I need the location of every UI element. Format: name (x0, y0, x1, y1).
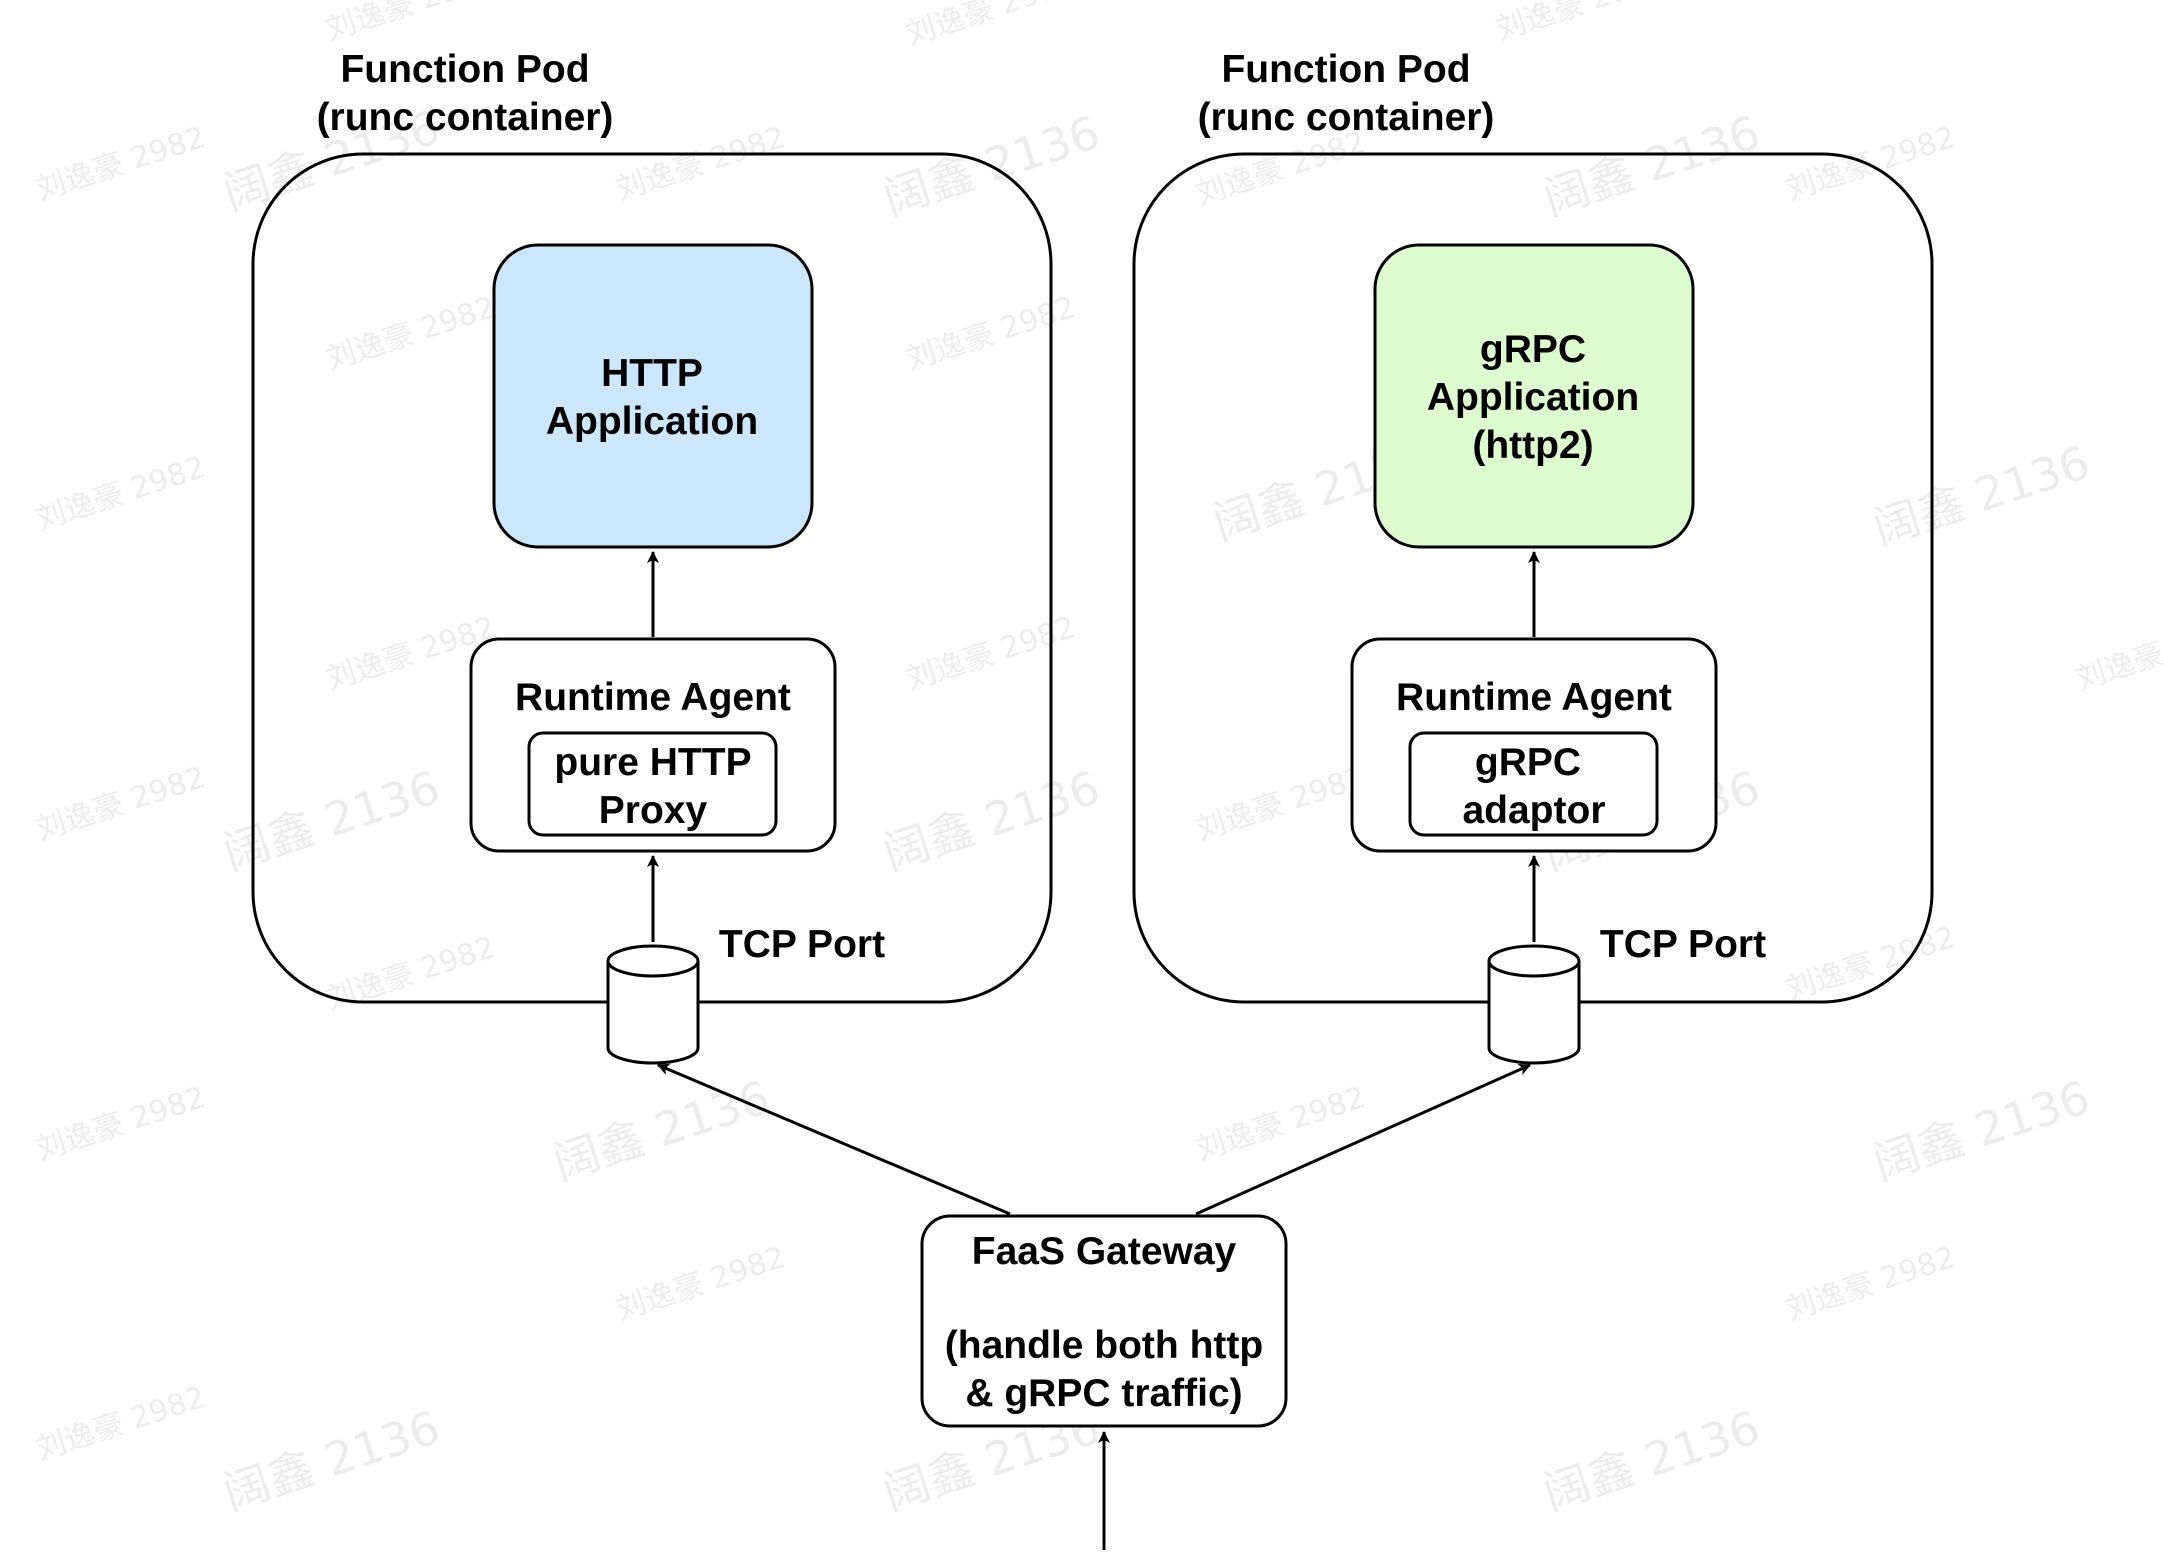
app-label-line: Application (546, 400, 758, 443)
watermark-text: 刘逸豪 2982 (902, 610, 1080, 698)
pod-title-line2: (runc container) (1198, 96, 1495, 139)
gateway-desc-line: & gRPC traffic) (965, 1372, 1242, 1415)
pod-title-line1: Function Pod (1221, 48, 1470, 91)
http-application-box (492, 243, 814, 549)
pod-title-line2: (runc container) (317, 96, 614, 139)
watermark-text: 阔鑫 2136 (217, 760, 446, 880)
watermark-text: 刘逸豪 2982 (902, 290, 1080, 378)
faas-gateway: FaaS Gateway (handle both http & gRPC tr… (920, 1214, 1288, 1428)
arrow-gateway-to-grpc-port (1195, 1063, 1531, 1216)
gateway-title: FaaS Gateway (972, 1230, 1237, 1273)
adaptor-label-line: gRPC (1475, 741, 1581, 784)
grpc-application-box (1373, 243, 1695, 549)
watermark-text: 刘逸豪 2982 (322, 290, 500, 378)
watermark-text: 刘逸豪 2982 (1782, 1240, 1960, 1328)
tcp-port-label: TCP Port (1600, 923, 1766, 966)
tcp-port-label: TCP Port (719, 923, 885, 966)
watermark-text: 刘逸豪 2982 (322, 0, 500, 48)
app-label-line: HTTP (601, 352, 703, 395)
adaptor-label-line: adaptor (1462, 789, 1605, 832)
watermark-text: 阔鑫 2136 (217, 1400, 446, 1520)
watermark-text: 阔鑫 2136 (1867, 1070, 2096, 1190)
proxy-label-line: Proxy (599, 789, 708, 832)
arrow-gateway-to-http-port (657, 1063, 1011, 1216)
watermark-text: 刘逸豪 2982 (1192, 760, 1370, 848)
watermark-text: 刘逸豪 2982 (902, 0, 1080, 53)
tcp-port-cylinder-icon (1487, 944, 1581, 1065)
watermark-text: 刘逸豪 2982 (32, 1380, 210, 1468)
pure-http-proxy-box (527, 731, 778, 837)
app-label-line: Application (1427, 376, 1639, 419)
proxy-label-line: pure HTTP (554, 741, 751, 784)
function-pod-http: Function Pod (runc container) HTTP Appli… (251, 48, 1053, 1065)
faas-gateway-box (920, 1214, 1288, 1428)
tcp-port-cylinder-icon (606, 944, 700, 1065)
function-pod-grpc: Function Pod (runc container) gRPC Appli… (1132, 48, 1934, 1065)
watermark-text: 阔鑫 2136 (1537, 105, 1766, 225)
watermark-text: 阔鑫 2136 (547, 1070, 776, 1190)
watermark-text: 刘逸豪 2982 (32, 1080, 210, 1168)
watermark-text: 刘逸豪 2982 (1782, 920, 1960, 1008)
watermark-text: 刘逸豪 2982 (32, 120, 210, 208)
watermark-text: 刘逸豪 2982 (2072, 610, 2164, 698)
app-label-line: (http2) (1472, 424, 1593, 467)
watermark-text: 阔鑫 2136 (1867, 435, 2096, 555)
watermark-text: 刘逸豪 2982 (32, 450, 210, 538)
watermark-text: 刘逸豪 2982 (1492, 0, 1670, 48)
watermark-text: 阔鑫 2136 (877, 760, 1106, 880)
watermark-text: 刘逸豪 2982 (612, 120, 790, 208)
grpc-adaptor-box (1408, 731, 1659, 837)
watermark-text: 阔鑫 2136 (1537, 1400, 1766, 1520)
app-label-line: gRPC (1480, 328, 1586, 371)
runtime-agent-title: Runtime Agent (1396, 676, 1672, 719)
watermark-text: 刘逸豪 2982 (1192, 1080, 1370, 1168)
watermark-text: 刘逸豪 2982 (612, 1240, 790, 1328)
watermark-text: 刘逸豪 2982 (322, 930, 500, 1018)
pod-title-line1: Function Pod (340, 48, 589, 91)
watermark-text: 刘逸豪 2982 (32, 760, 210, 848)
runtime-agent-title: Runtime Agent (515, 676, 791, 719)
gateway-desc-line: (handle both http (945, 1324, 1263, 1367)
